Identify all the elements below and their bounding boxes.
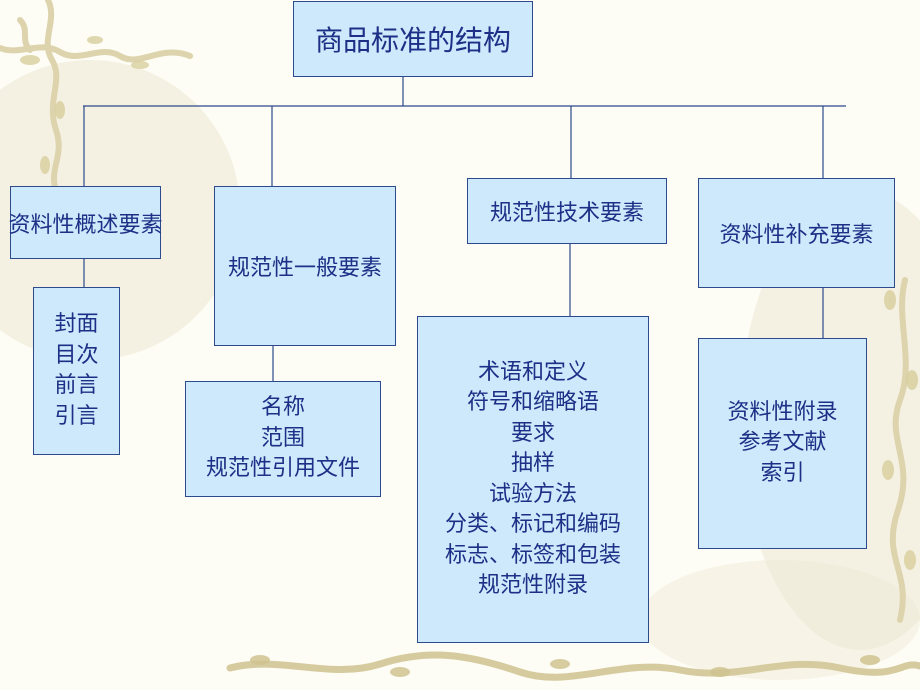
- category-label-3: 规范性技术要素: [489, 201, 644, 226]
- detail-item: 名称: [260, 395, 305, 421]
- detail-item: 封面: [54, 312, 99, 337]
- detail-node-1: 封面 目次 前言 引言: [33, 287, 120, 455]
- category-node-4: 资料性补充要素: [698, 178, 895, 288]
- detail-item: 规范性引用文件: [205, 456, 360, 482]
- category-node-2: 规范性一般要素: [214, 186, 396, 346]
- root-node: 商品标准的结构: [293, 1, 533, 77]
- detail-item: 标志、标签和包装: [444, 542, 621, 568]
- category-label-1: 资料性概述要素: [8, 212, 163, 238]
- category-node-1: 资料性概述要素: [8, 186, 163, 259]
- category-node-3: 规范性技术要素: [467, 178, 667, 244]
- detail-item: 抽样: [510, 451, 555, 476]
- detail-item: 要求: [510, 420, 555, 446]
- left-vine-decoration: [0, 0, 193, 203]
- detail-item: 规范性附录: [477, 573, 588, 598]
- detail-item: 分类、标记和编码: [444, 512, 621, 537]
- detail-node-2: 名称 范围 规范性引用文件: [185, 381, 381, 497]
- detail-item: 符号和缩略语: [466, 390, 599, 415]
- right-vine-decoration: [889, 277, 909, 623]
- detail-item: 索引: [760, 460, 805, 486]
- detail-item: 试验方法: [488, 481, 577, 507]
- detail-item: 参考文献: [738, 430, 827, 456]
- detail-item: 范围: [260, 425, 305, 451]
- bottom-vine-decoration: [226, 651, 920, 681]
- root-title: 商品标准的结构: [314, 24, 511, 57]
- detail-item: 术语和定义: [477, 359, 588, 385]
- category-label-2: 规范性一般要素: [227, 256, 382, 281]
- detail-item: 目次: [54, 342, 99, 368]
- category-label-4: 资料性补充要素: [719, 223, 874, 248]
- detail-node-3: 术语和定义 符号和缩略语 要求 抽样 试验方法 分类、标记和编码 标志、标签和包…: [417, 316, 649, 643]
- detail-item: 引言: [54, 403, 99, 429]
- detail-node-4: 资料性附录 参考文献 索引: [698, 338, 867, 549]
- detail-item: 前言: [54, 373, 99, 398]
- detail-item: 资料性附录: [727, 399, 838, 425]
